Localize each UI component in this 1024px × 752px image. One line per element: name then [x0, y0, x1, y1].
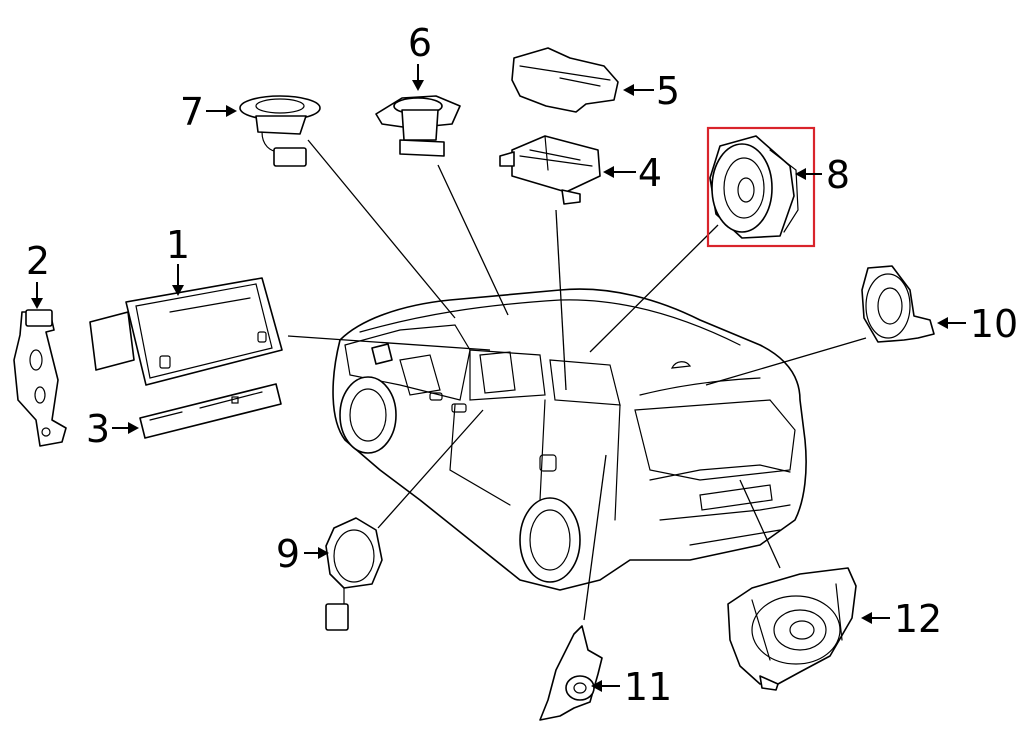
part-1-head-unit[interactable]: [89, 277, 283, 386]
callout-10: 10: [970, 302, 1018, 346]
leader-part-4: [555, 209, 567, 391]
callout-8: 8: [826, 153, 850, 197]
part-12-subwoofer[interactable]: [727, 567, 857, 691]
leader-part-8: [589, 224, 719, 353]
part-10-speaker[interactable]: [861, 265, 935, 343]
leader-part-6: [437, 164, 509, 316]
leader-part-9: [377, 409, 484, 529]
leader-part-12: [739, 479, 781, 569]
part-3-module[interactable]: [139, 383, 282, 439]
callout-arrows: [31, 64, 966, 692]
leader-part-11: [583, 454, 607, 621]
callout-3: 3: [86, 407, 110, 451]
callout-5: 5: [656, 69, 680, 113]
callout-6: 6: [408, 21, 432, 65]
callout-11: 11: [624, 665, 672, 709]
part-5-cover[interactable]: [511, 47, 619, 113]
part-7-speaker[interactable]: [239, 95, 321, 167]
minivan-body: [332, 288, 807, 591]
leader-part-1: [287, 335, 491, 351]
part-11-tweeter[interactable]: [539, 625, 603, 721]
callout-2: 2: [26, 239, 50, 283]
part-8-highlight-box: [706, 126, 816, 248]
part-6-tweeter[interactable]: [375, 95, 461, 157]
callout-12: 12: [894, 597, 942, 641]
leader-lines: [287, 139, 867, 621]
part-8-speaker[interactable]: [709, 135, 799, 239]
part-4-amplifier[interactable]: [499, 135, 601, 205]
callout-9: 9: [276, 532, 300, 576]
callout-1: 1: [166, 223, 190, 267]
leader-part-7: [307, 139, 456, 319]
part-9-speaker[interactable]: [325, 517, 383, 631]
part-2-bracket[interactable]: [13, 309, 67, 447]
callout-7: 7: [180, 90, 204, 134]
leader-part-10: [705, 337, 867, 386]
callout-4: 4: [638, 151, 662, 195]
